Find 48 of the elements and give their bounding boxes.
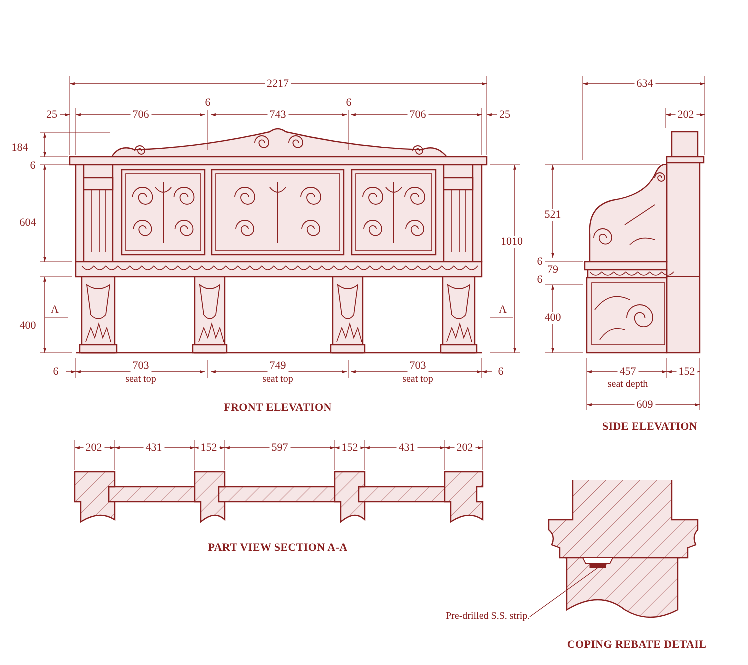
dimension-label: 743 (268, 109, 288, 121)
dimension-label: 6 (535, 256, 545, 268)
section-mark: A (49, 304, 61, 316)
dimension-label: 202 (84, 442, 104, 454)
steel-strip (590, 564, 606, 568)
dimension-label: 706 (408, 109, 428, 121)
dimension-label: 703 (408, 360, 428, 372)
dimension-label: 400 (18, 320, 38, 332)
dimension-note: seat top (262, 374, 294, 386)
dimension-label: 597 (270, 442, 290, 454)
dimension-label: 152 (198, 442, 220, 454)
dimension-label: 6 (496, 366, 506, 378)
view-title: FRONT ELEVATION (222, 402, 334, 414)
dimension-label: 79 (546, 264, 560, 276)
dimension-label: 400 (542, 312, 564, 324)
view-title: COPING REBATE DETAIL (565, 639, 709, 651)
dimension-label: 431 (144, 442, 164, 454)
dimension-label: 706 (130, 109, 152, 121)
callout-text: Pre-drilled S.S. strip. (446, 611, 530, 623)
view-title: SIDE ELEVATION (600, 421, 700, 433)
dimension-label: 202 (454, 442, 476, 454)
dimension-label: 202 (676, 109, 696, 121)
leader-line (530, 568, 598, 618)
dimension-label: 609 (634, 399, 656, 411)
view-title: PART VIEW SECTION A-A (206, 542, 350, 554)
dimension-label: 749 (268, 360, 288, 372)
dimension-label: 431 (396, 442, 418, 454)
dimension-label: 6 (344, 97, 354, 109)
dimension-label: 521 (542, 209, 564, 221)
dimension-label: 2217 (265, 78, 291, 90)
dimension-label: 6 (28, 160, 38, 172)
dimension-label: 6 (535, 274, 545, 286)
dimension-label: 152 (676, 366, 698, 378)
dimension-label: 25 (44, 109, 60, 121)
dimension-label: 6 (51, 366, 61, 378)
dimension-label: 184 (10, 142, 30, 154)
dimension-label: 457 (618, 366, 638, 378)
dimension-note: seat top (124, 374, 158, 386)
dimension-note: seat top (402, 374, 434, 386)
dimension-label: 604 (18, 217, 38, 229)
dimension-label: 152 (340, 442, 360, 454)
dimension-label: 634 (634, 78, 656, 90)
section-mark: A (497, 304, 509, 316)
dimension-label: 703 (130, 360, 152, 372)
dimension-note: seat depth (606, 379, 650, 391)
dimension-label: 25 (498, 109, 512, 121)
dimension-label: 6 (203, 97, 213, 109)
dimension-label: 1010 (499, 236, 525, 248)
